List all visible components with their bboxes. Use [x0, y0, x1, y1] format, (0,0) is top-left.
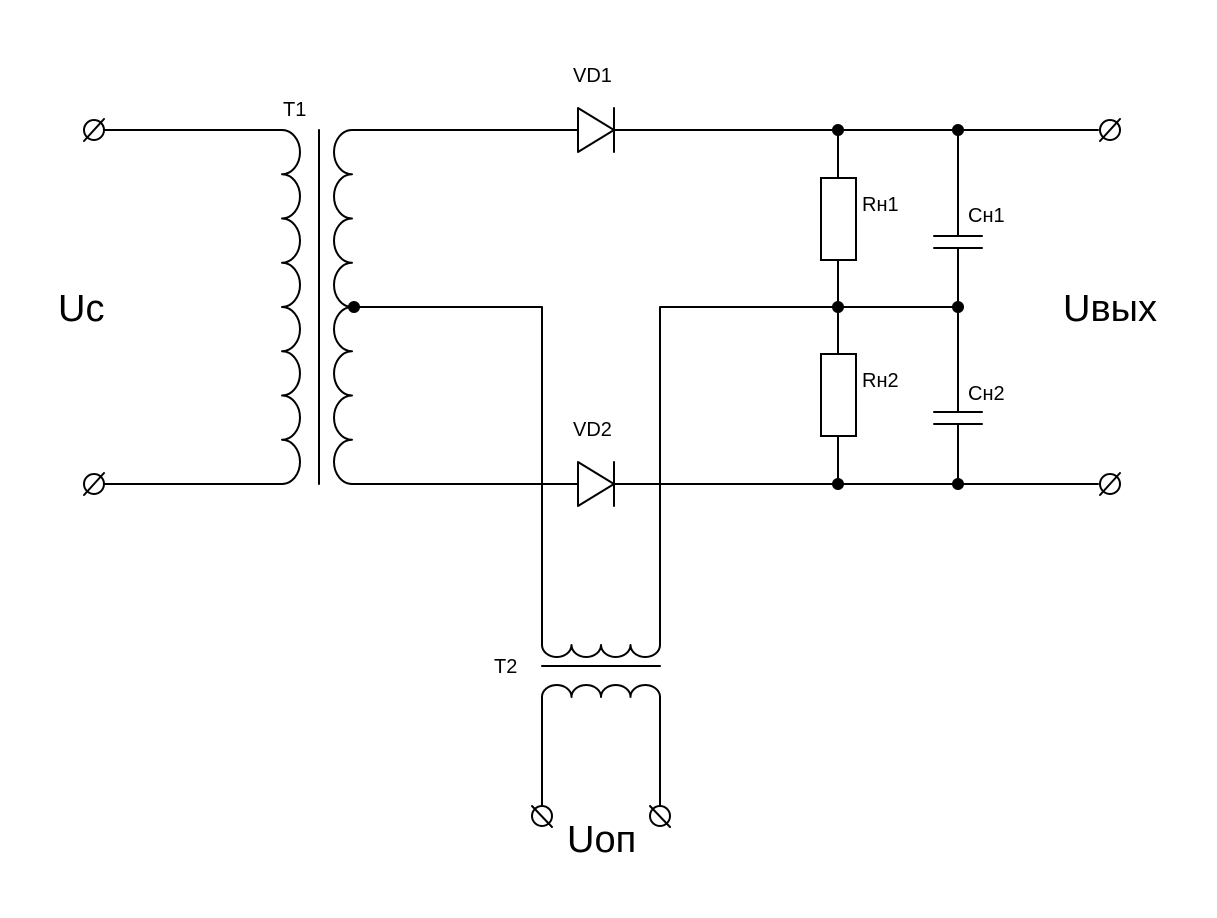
label-rn2: Rн2 — [862, 370, 899, 392]
capacitor-cn1 — [933, 235, 983, 249]
reference-terminal-right — [649, 805, 671, 828]
junction-dots — [348, 124, 964, 490]
label-reference-voltage: Uоп — [567, 819, 636, 861]
label-output-voltage: Uвых — [1063, 288, 1157, 330]
label-t2: T2 — [494, 656, 517, 678]
output-terminal-bottom — [1099, 472, 1121, 496]
input-terminal-top — [83, 118, 105, 142]
reference-terminal-left — [531, 805, 553, 828]
t1-primary-winding — [281, 129, 301, 485]
label-t1: T1 — [283, 99, 306, 121]
capacitor-cn2 — [933, 411, 983, 425]
t2-lower-winding — [541, 684, 661, 698]
middle-node-wire — [659, 306, 959, 646]
resistor-rn1 — [820, 177, 857, 261]
resistor-rn2 — [820, 353, 857, 437]
output-terminal-top — [1099, 118, 1121, 142]
diode-vd2 — [577, 461, 615, 507]
label-cn1: Cн1 — [968, 205, 1005, 227]
label-rn1: Rн1 — [862, 194, 899, 216]
center-tap-wire — [351, 306, 543, 646]
label-vd2: VD2 — [573, 419, 612, 441]
t2-upper-winding — [541, 644, 661, 658]
label-vd1: VD1 — [573, 65, 612, 87]
label-input-voltage: Uc — [58, 288, 104, 330]
input-terminal-bottom — [83, 472, 105, 496]
label-cn2: Cн2 — [968, 383, 1005, 405]
diode-vd1 — [577, 107, 615, 153]
